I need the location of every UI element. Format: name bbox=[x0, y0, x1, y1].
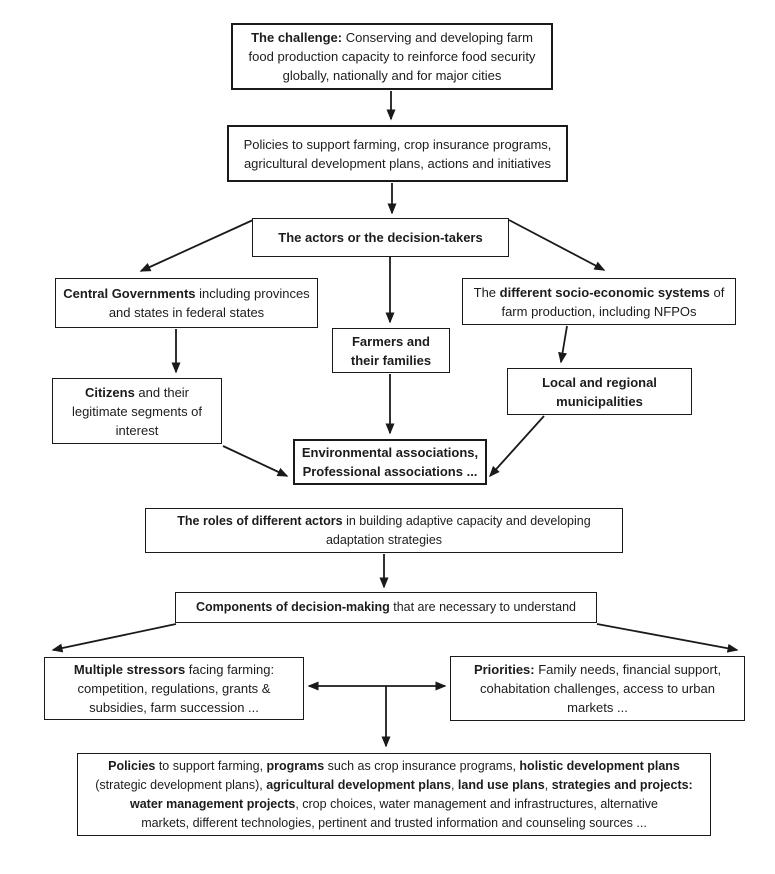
arrow-components-to-priorities bbox=[596, 623, 739, 653]
arrow-municipalities-to-associations bbox=[488, 415, 545, 478]
actors-box: The actors or the decision-takers bbox=[252, 218, 509, 257]
priorities-box: Priorities: Family needs, financial supp… bbox=[450, 656, 745, 721]
stressors-box: Multiple stressors facing farming: compe… bbox=[44, 657, 304, 720]
policies-box: Policies to support farming, crop insura… bbox=[227, 125, 568, 182]
central-governments-box: Central Governments including provinces … bbox=[55, 278, 318, 328]
associations-box: Environmental associations, Professional… bbox=[293, 439, 487, 485]
arrow-actors-to-central-governments bbox=[139, 219, 254, 272]
arrow-citizens-to-associations bbox=[222, 445, 289, 477]
roles-box: The roles of different actors in buildin… bbox=[145, 508, 623, 553]
farmers-box: Farmers and their families bbox=[332, 328, 450, 373]
arrow-actors-to-socio-economic bbox=[508, 219, 606, 271]
challenge-box: The challenge: Conserving and developing… bbox=[231, 23, 553, 90]
arrow-components-to-stressors bbox=[51, 623, 177, 653]
challenge-label: The challenge: bbox=[251, 30, 346, 45]
socio-economic-box: The different socio-economic systems of … bbox=[462, 278, 736, 325]
final-policies-box: Policies to support farming, programs su… bbox=[77, 753, 711, 836]
components-box: Components of decision-making that are n… bbox=[175, 592, 597, 623]
municipalities-box: Local and regional municipalities bbox=[507, 368, 692, 415]
arrow-socio-economic-to-municipalities bbox=[558, 325, 568, 364]
citizens-box: Citizens and their legitimate segments o… bbox=[52, 378, 222, 444]
